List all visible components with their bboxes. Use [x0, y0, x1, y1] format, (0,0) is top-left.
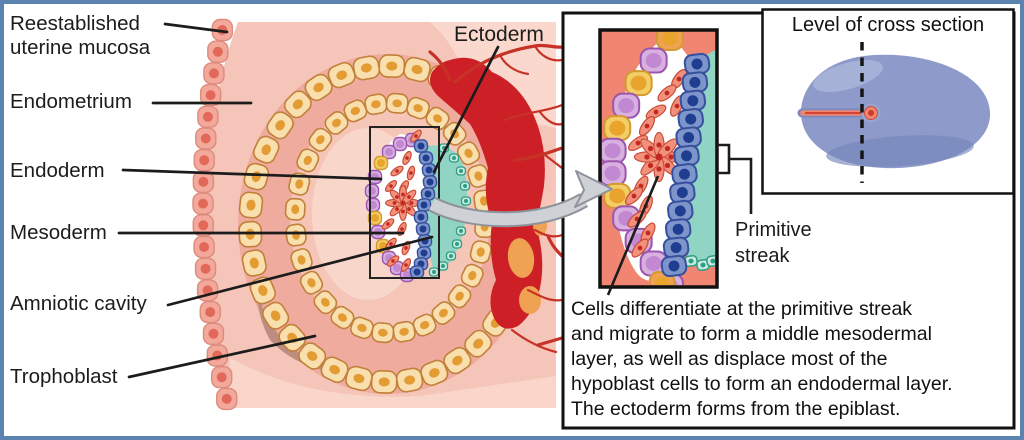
magnifier-arrow	[428, 170, 613, 228]
blood-vessels	[428, 43, 564, 354]
trophoblast-inner-ring	[284, 92, 496, 344]
label-primitive-streak: Primitive streak	[735, 219, 812, 267]
label-amniotic-cavity: Amniotic cavity	[10, 292, 147, 315]
cross-section-box	[761, 8, 1015, 195]
cross-section-title: Level of cross section	[791, 14, 985, 36]
primitive-streak-inset	[598, 28, 719, 289]
label-trophoblast: Trophoblast	[10, 365, 118, 388]
label-reestablished-uterine-mucosa: Reestablished uterine mucosa	[10, 12, 151, 59]
uterine-mucosa-cells	[192, 18, 238, 411]
mesoderm-cells	[381, 129, 422, 272]
label-endoderm: Endoderm	[10, 159, 105, 182]
uterus-implantation-diagram	[192, 18, 564, 411]
label-mesoderm: Mesoderm	[10, 221, 107, 244]
caption-leader-line	[606, 175, 660, 296]
embryo	[238, 54, 538, 394]
label-ectoderm: Ectoderm	[454, 23, 544, 46]
label-endometrium: Endometrium	[10, 90, 132, 113]
inset-caption: Cells differentiate at the primitive str…	[571, 298, 953, 420]
primitive-streak-bracket	[717, 143, 753, 214]
label-leader-lines	[117, 22, 500, 379]
